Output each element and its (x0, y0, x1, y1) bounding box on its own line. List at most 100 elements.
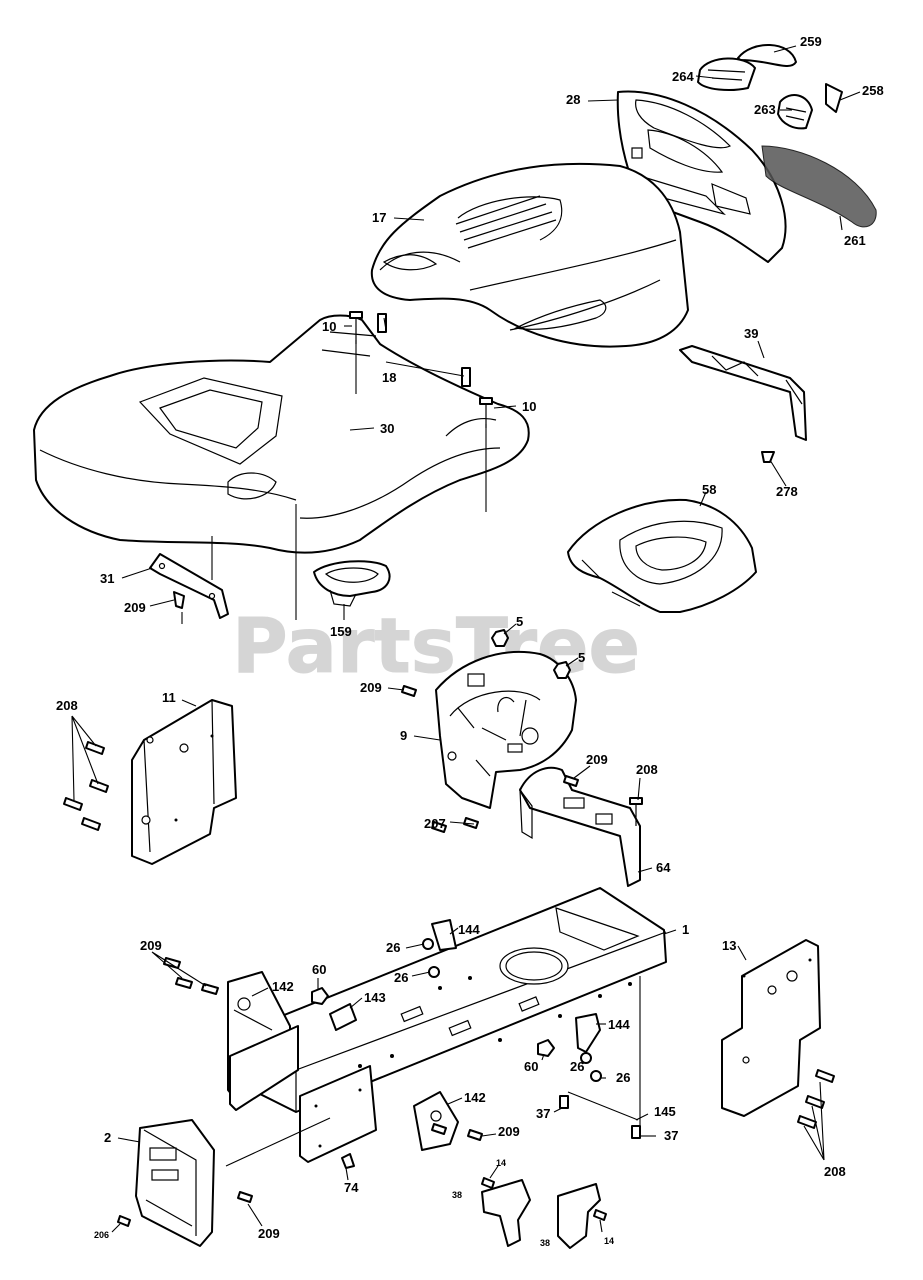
callout-9: 9 (400, 728, 407, 743)
callout-209-f: 209 (258, 1226, 280, 1241)
callout-2: 2 (104, 1130, 111, 1145)
part-30-fender (33, 314, 530, 554)
part-209-screw-c (563, 775, 579, 787)
callout-37-a: 37 (536, 1106, 550, 1121)
part-208-bolts-a (63, 741, 109, 831)
part-264-headlight (697, 57, 756, 91)
part-278-screw (761, 451, 775, 463)
part-263-headlight (777, 94, 813, 130)
callout-18: 18 (382, 370, 396, 385)
part-18-bumper-b (461, 367, 471, 387)
part-37-bolts (559, 1095, 641, 1139)
callout-31: 31 (100, 571, 114, 586)
callout-26-d: 26 (616, 1070, 630, 1085)
callout-143: 143 (364, 990, 386, 1005)
callout-144-b: 144 (608, 1017, 630, 1032)
part-11-side-panel (131, 699, 237, 865)
callout-39: 39 (744, 326, 758, 341)
part-74-clip (341, 1153, 355, 1169)
callout-60-b: 60 (524, 1059, 538, 1074)
callout-208-c: 208 (824, 1164, 846, 1179)
callout-37-b: 37 (664, 1128, 678, 1143)
callout-259: 259 (800, 34, 822, 49)
part-258-bracket (825, 83, 843, 113)
callout-142-b: 142 (464, 1090, 486, 1105)
callout-38-a: 38 (452, 1190, 462, 1200)
callout-13: 13 (722, 938, 736, 953)
callout-10-a: 10 (322, 319, 336, 334)
callout-11: 11 (162, 690, 176, 705)
callout-58: 58 (702, 482, 716, 497)
callout-74: 74 (344, 1180, 359, 1195)
callout-258: 258 (862, 83, 884, 98)
part-143-bracket (329, 1003, 357, 1031)
callout-1: 1 (682, 922, 689, 937)
part-2-front-bracket (135, 1119, 215, 1247)
part-209-screw-a (173, 591, 185, 624)
callout-144-a: 144 (458, 922, 480, 937)
callout-209-a: 209 (124, 600, 146, 615)
part-207-screws (431, 817, 479, 833)
callout-5-a: 5 (516, 614, 523, 629)
part-64-bracket (519, 766, 641, 887)
part-144-bracket-a (431, 919, 457, 951)
callout-17: 17 (372, 210, 386, 225)
part-145-rod (567, 1091, 639, 1121)
leader-lines (71, 45, 861, 1233)
part-38-bracket-b (557, 1183, 601, 1249)
part-209-screw-f (237, 1191, 253, 1203)
part-10-bolt-a (349, 311, 363, 344)
part-plate-mid (299, 1065, 377, 1163)
callout-5-b: 5 (578, 650, 585, 665)
callout-209-c: 209 (586, 752, 608, 767)
part-38-bracket-a (481, 1179, 531, 1247)
callout-208-a: 208 (56, 698, 78, 713)
callout-206: 206 (94, 1230, 109, 1240)
part-209-screws-e (431, 1123, 483, 1141)
part-18-bumper-a (377, 313, 387, 333)
callout-278: 278 (776, 484, 798, 499)
part-261-grille-screen (761, 145, 877, 228)
part-209-screws-d (163, 957, 219, 995)
callout-64: 64 (656, 860, 671, 875)
part-39-bracket (679, 345, 807, 441)
callout-26-b: 26 (394, 970, 408, 985)
part-60-bolts (311, 987, 555, 1057)
part-13-side-panel (721, 939, 821, 1117)
callout-10-b: 10 (522, 399, 536, 414)
part-142-plate-a-panel (229, 1025, 299, 1111)
part-206-screw (117, 1215, 131, 1227)
part-208-bolts-c (797, 1069, 835, 1129)
callout-26-a: 26 (386, 940, 400, 955)
callout-159: 159 (330, 624, 352, 639)
callout-28: 28 (566, 92, 580, 107)
part-31-bracket (149, 553, 229, 619)
part-9-steering-panel (435, 650, 577, 809)
callout-60-a: 60 (312, 962, 326, 977)
callout-209-b: 209 (360, 680, 382, 695)
callout-264: 264 (672, 69, 694, 84)
callout-30: 30 (380, 421, 394, 436)
callout-207: 207 (424, 816, 446, 831)
watermark: PartsTree (232, 601, 640, 690)
callout-263: 263 (754, 102, 776, 117)
part-142-plate-b (413, 1091, 459, 1151)
part-159-cup-holder (313, 560, 391, 607)
callout-14-a: 14 (496, 1158, 506, 1168)
callout-142-a: 142 (272, 979, 294, 994)
callout-145: 145 (654, 1104, 676, 1119)
part-26-nuts (422, 938, 602, 1082)
callout-26-c: 26 (570, 1059, 584, 1074)
fender-mount-lines (211, 340, 487, 620)
callout-209-d: 209 (140, 938, 162, 953)
callout-14-b: 14 (604, 1236, 614, 1246)
part-144-bracket-b (575, 1013, 601, 1053)
part-17-hood (370, 162, 689, 348)
callout-labels: 259 264 258 28 263 261 17 10 18 10 30 39… (56, 34, 884, 1248)
part-58-dash-panel (567, 498, 757, 613)
part-14-screws (481, 1177, 607, 1221)
callout-208-b: 208 (636, 762, 658, 777)
callout-38-b: 38 (540, 1238, 550, 1248)
part-1-frame (231, 887, 667, 1136)
